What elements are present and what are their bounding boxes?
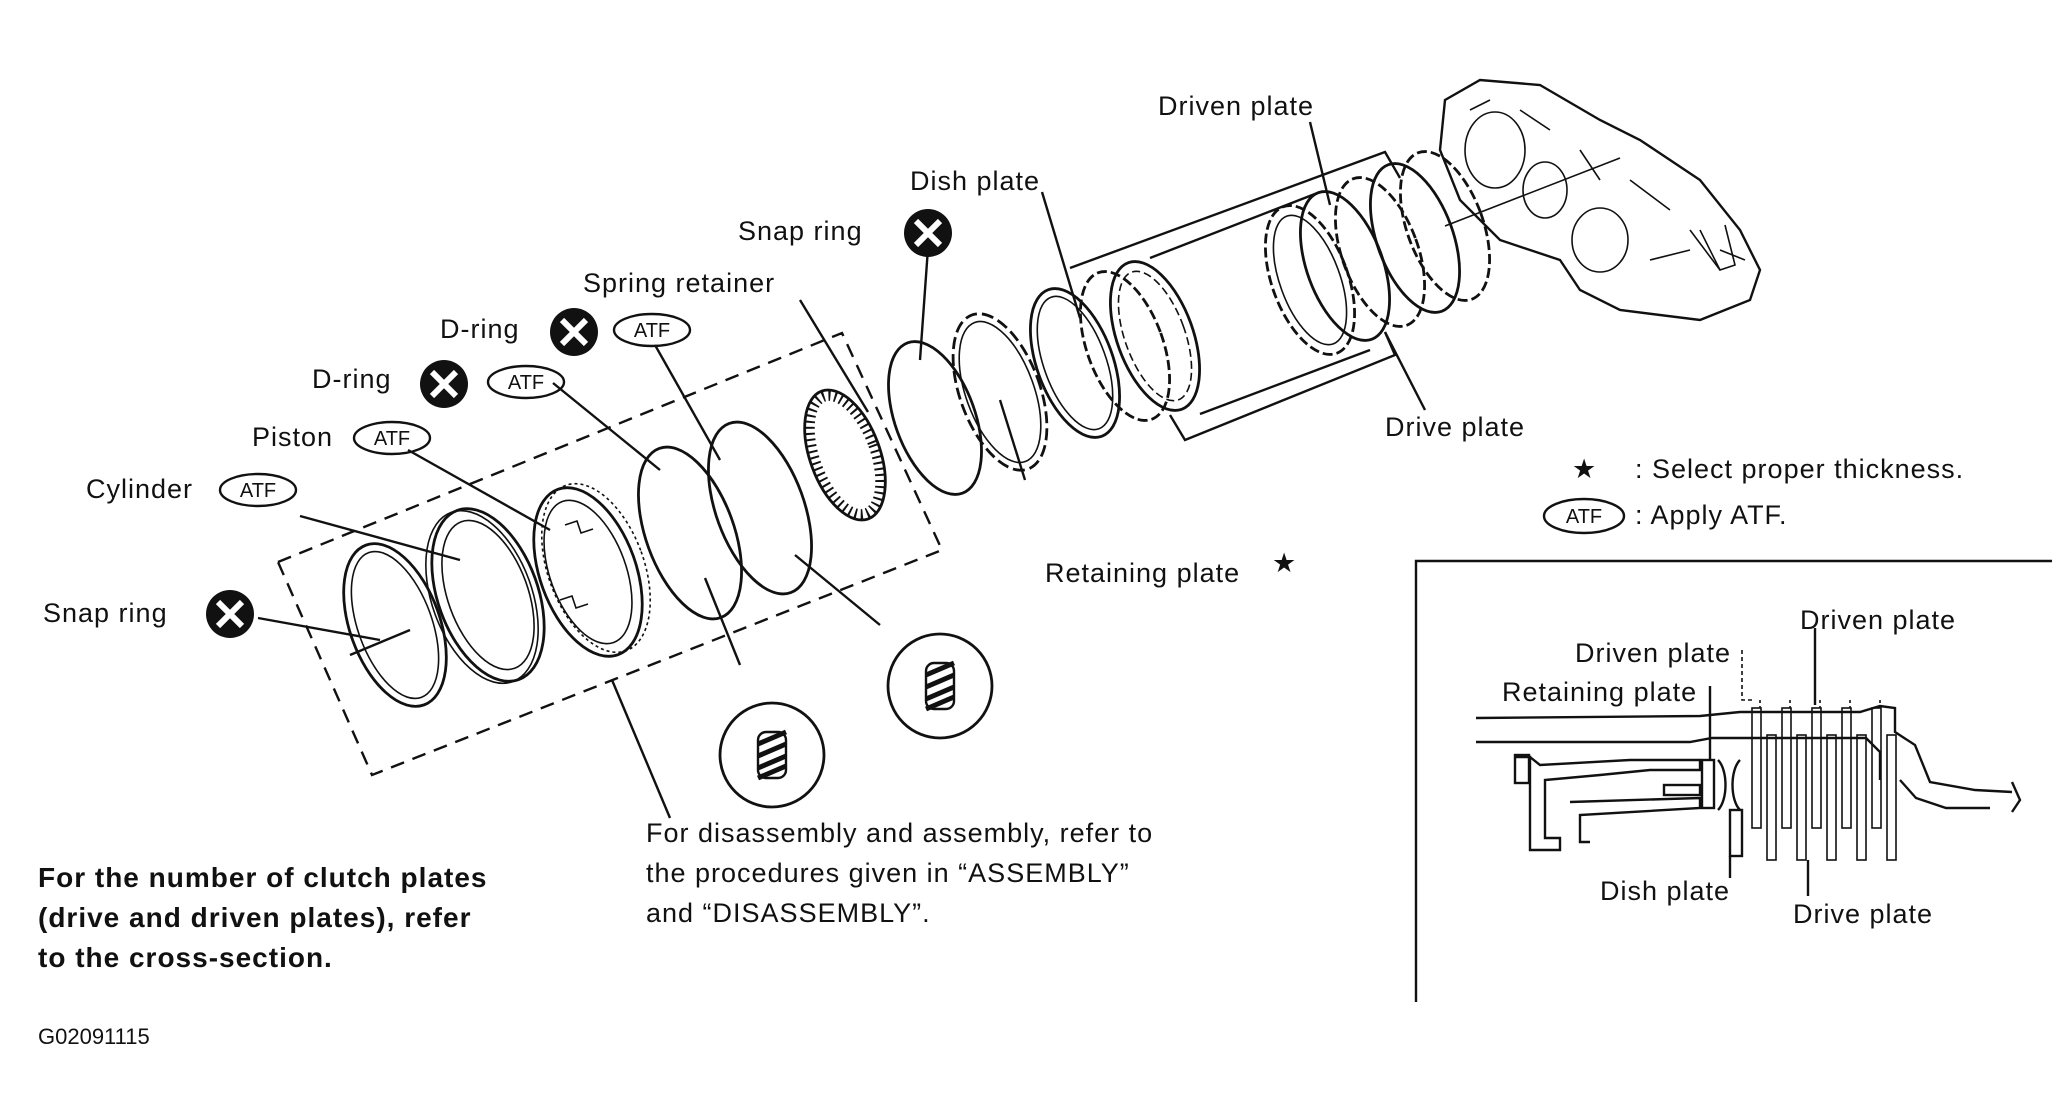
legend-star-icon: ★ — [1572, 454, 1597, 484]
svg-text:For disassembly and assembly,: For disassembly and assembly, refer to — [646, 818, 1153, 848]
d-ring-part-1 — [637, 445, 743, 621]
svg-text:ATF: ATF — [508, 372, 544, 394]
figure-id: G02091115 — [38, 1024, 150, 1049]
x-mark-icon — [550, 308, 598, 356]
cs-label-dish-plate: Dish plate — [1600, 876, 1730, 906]
x-mark-icon — [206, 590, 254, 638]
legend-atf-icon: ATF — [1542, 497, 1626, 535]
retaining-plate-star-icon: ★ — [1272, 548, 1297, 578]
leader-lines — [257, 121, 1427, 819]
svg-text:to the cross-section.: to the cross-section. — [38, 942, 333, 973]
svg-text:ATF: ATF — [1566, 506, 1602, 528]
cylinder-part — [425, 507, 546, 685]
label-spring-retainer: Spring retainer — [583, 268, 775, 298]
snap-ring-top-part — [887, 340, 983, 496]
spring-retainer-part — [803, 388, 887, 522]
label-dish-plate-top: Dish plate — [910, 166, 1040, 196]
snap-ring-bottom-part — [342, 542, 448, 708]
atf-tag-piston: ATF — [352, 420, 432, 456]
svg-text:the procedures given in “ASSEM: the procedures given in “ASSEMBLY” — [646, 858, 1130, 888]
label-snap-ring-bottom: Snap ring — [43, 598, 168, 628]
atf-tag-d-ring: ATF — [486, 364, 566, 400]
label-snap-ring-top: Snap ring — [738, 216, 863, 246]
label-d-ring-1: D-ring — [440, 314, 520, 344]
grease-callout-2 — [718, 701, 826, 809]
atf-tag-cylinder: ATF — [218, 472, 298, 508]
legend-atf-text: : Apply ATF. — [1635, 500, 1788, 530]
cs-label-driven-plate-right: Driven plate — [1800, 605, 1956, 635]
label-d-ring-2: D-ring — [312, 364, 392, 394]
transmission-case-sketch — [1438, 78, 1762, 322]
clutch-plate-stack — [1069, 150, 1621, 442]
svg-text:ATF: ATF — [374, 428, 410, 450]
svg-text:For the number of clutch plate: For the number of clutch plates — [38, 862, 487, 893]
dish-plate-part — [1029, 287, 1121, 439]
svg-text:and “DISASSEMBLY”.: and “DISASSEMBLY”. — [646, 898, 931, 928]
cross-section-plates — [1751, 700, 1897, 861]
cs-label-retaining-plate: Retaining plate — [1502, 677, 1697, 707]
cs-label-drive-plate: Drive plate — [1793, 899, 1933, 929]
label-retaining-plate: Retaining plate — [1045, 558, 1240, 588]
cross-section-inset: Driven plate Driven plate Retaining plat… — [1414, 559, 2052, 1002]
note-clutch-plates: For the number of clutch plates (drive a… — [38, 862, 487, 973]
svg-text:ATF: ATF — [240, 480, 276, 502]
label-cylinder: Cylinder — [86, 474, 193, 504]
assembly-dashed-box — [276, 331, 944, 777]
label-driven-plate-top: Driven plate — [1158, 91, 1314, 121]
x-mark-icon — [904, 209, 952, 257]
label-drive-plate-top: Drive plate — [1385, 412, 1525, 442]
retaining-plate-part — [951, 312, 1049, 472]
legend-star-text: : Select proper thickness. — [1635, 454, 1964, 484]
atf-tag-spring-retainer: ATF — [612, 312, 692, 348]
cs-label-driven-plate-left: Driven plate — [1575, 638, 1731, 668]
label-piston: Piston — [252, 422, 333, 452]
note-assembly: For disassembly and assembly, refer to t… — [646, 818, 1153, 928]
grease-callout-1 — [886, 632, 994, 740]
x-mark-icon — [420, 360, 468, 408]
d-ring-part-2 — [707, 420, 813, 596]
svg-text:ATF: ATF — [634, 320, 670, 342]
svg-text:(drive and driven plates), ref: (drive and driven plates), refer — [38, 902, 471, 933]
piston-part — [532, 482, 652, 658]
